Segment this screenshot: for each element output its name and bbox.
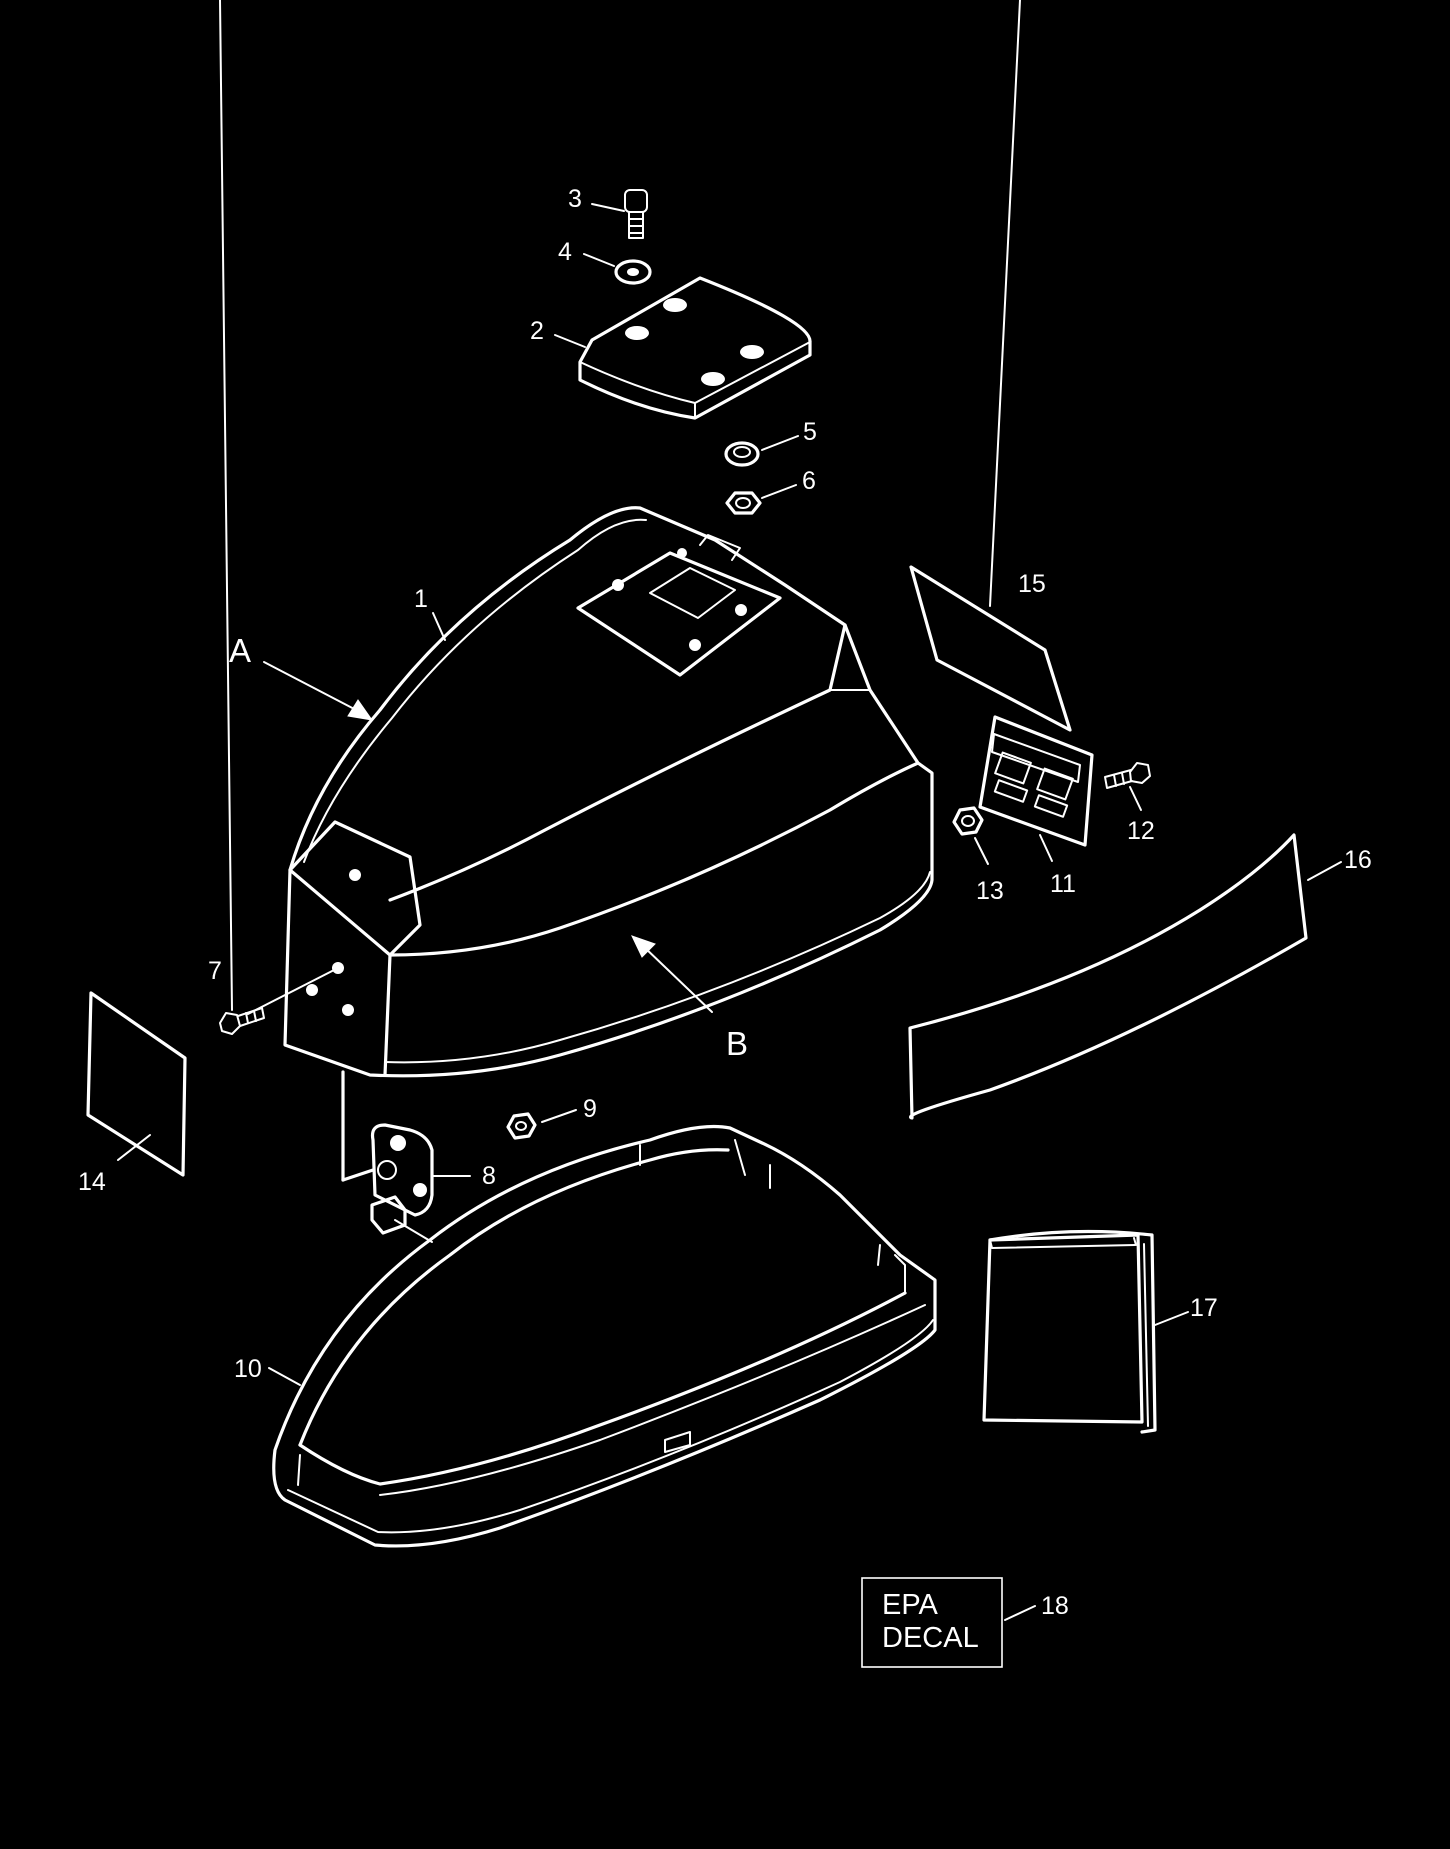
- leader-9: [541, 1109, 577, 1123]
- part-2-bracket-plate: [578, 276, 812, 420]
- callout-13: 13: [976, 877, 1004, 905]
- part-15-decal: [909, 565, 1072, 732]
- callout-17: 17: [1190, 1294, 1218, 1322]
- leader-3: [591, 203, 625, 212]
- leader-16: [1307, 861, 1342, 881]
- leader-lines: [117, 0, 1342, 1621]
- view-label-a: A: [229, 632, 251, 669]
- callout-5: 5: [803, 418, 817, 446]
- epa-decal-line2: DECAL: [882, 1622, 979, 1654]
- leader-1: [432, 612, 446, 641]
- part-1-motor-cover: [283, 506, 934, 1078]
- view-arrow-a: [263, 661, 374, 721]
- leader-10: [268, 1367, 301, 1386]
- part-3-bolt: [624, 189, 648, 239]
- leader-15: [989, 0, 1021, 607]
- callout-6: 6: [802, 467, 816, 495]
- leader-18: [1004, 1605, 1036, 1621]
- part-18-epa-decal: EPA DECAL: [861, 1577, 1003, 1668]
- part-5-grommet: [724, 441, 760, 467]
- leader-2: [554, 334, 586, 348]
- part-17-manual: [982, 1229, 1157, 1434]
- epa-decal-box: [861, 1577, 1003, 1668]
- epa-decal-line1: EPA: [882, 1589, 939, 1621]
- callout-3: 3: [568, 185, 582, 213]
- view-label-b: B: [726, 1025, 748, 1062]
- part-14-label: [86, 991, 187, 1177]
- leader-5: [761, 435, 799, 451]
- part-6-nut: [725, 491, 762, 515]
- callout-2: 2: [530, 317, 544, 345]
- callout-12: 12: [1127, 817, 1155, 845]
- callout-1: 1: [414, 585, 428, 613]
- view-arrow-b: [631, 935, 713, 1013]
- leader-12: [1129, 786, 1142, 811]
- callout-10: 10: [234, 1355, 262, 1383]
- leader-11: [1039, 834, 1053, 862]
- leader-4: [583, 253, 615, 267]
- leader-13: [974, 837, 989, 865]
- part-7-screw: [219, 1007, 265, 1035]
- callout-4: 4: [558, 238, 572, 266]
- callout-16: 16: [1344, 846, 1372, 874]
- leader-17: [1154, 1311, 1189, 1326]
- callout-8: 8: [482, 1162, 496, 1190]
- callout-labels: 3 4 2 5 6 1 15 12 13 11 16 7 14 9 8 10 1…: [78, 185, 1372, 1620]
- leader-7: [219, 0, 233, 1011]
- part-10-seal-ring: [272, 1124, 937, 1548]
- leader-6: [761, 484, 797, 499]
- part-12-screw: [1104, 762, 1151, 789]
- part-16-stripe-decal: [908, 833, 1308, 1120]
- callout-14: 14: [78, 1168, 106, 1196]
- leader-14: [117, 1134, 151, 1161]
- part-4-washer: [614, 259, 652, 285]
- callout-7: 7: [208, 957, 222, 985]
- part-9-nut: [506, 1112, 537, 1140]
- callout-9: 9: [583, 1095, 597, 1123]
- callout-11: 11: [1050, 870, 1076, 898]
- part-13-nut: [952, 806, 984, 836]
- part-8-latch-bracket: [341, 1070, 434, 1243]
- callout-18: 18: [1041, 1592, 1069, 1620]
- part-11-plate: [978, 715, 1094, 847]
- callout-15: 15: [1018, 570, 1046, 598]
